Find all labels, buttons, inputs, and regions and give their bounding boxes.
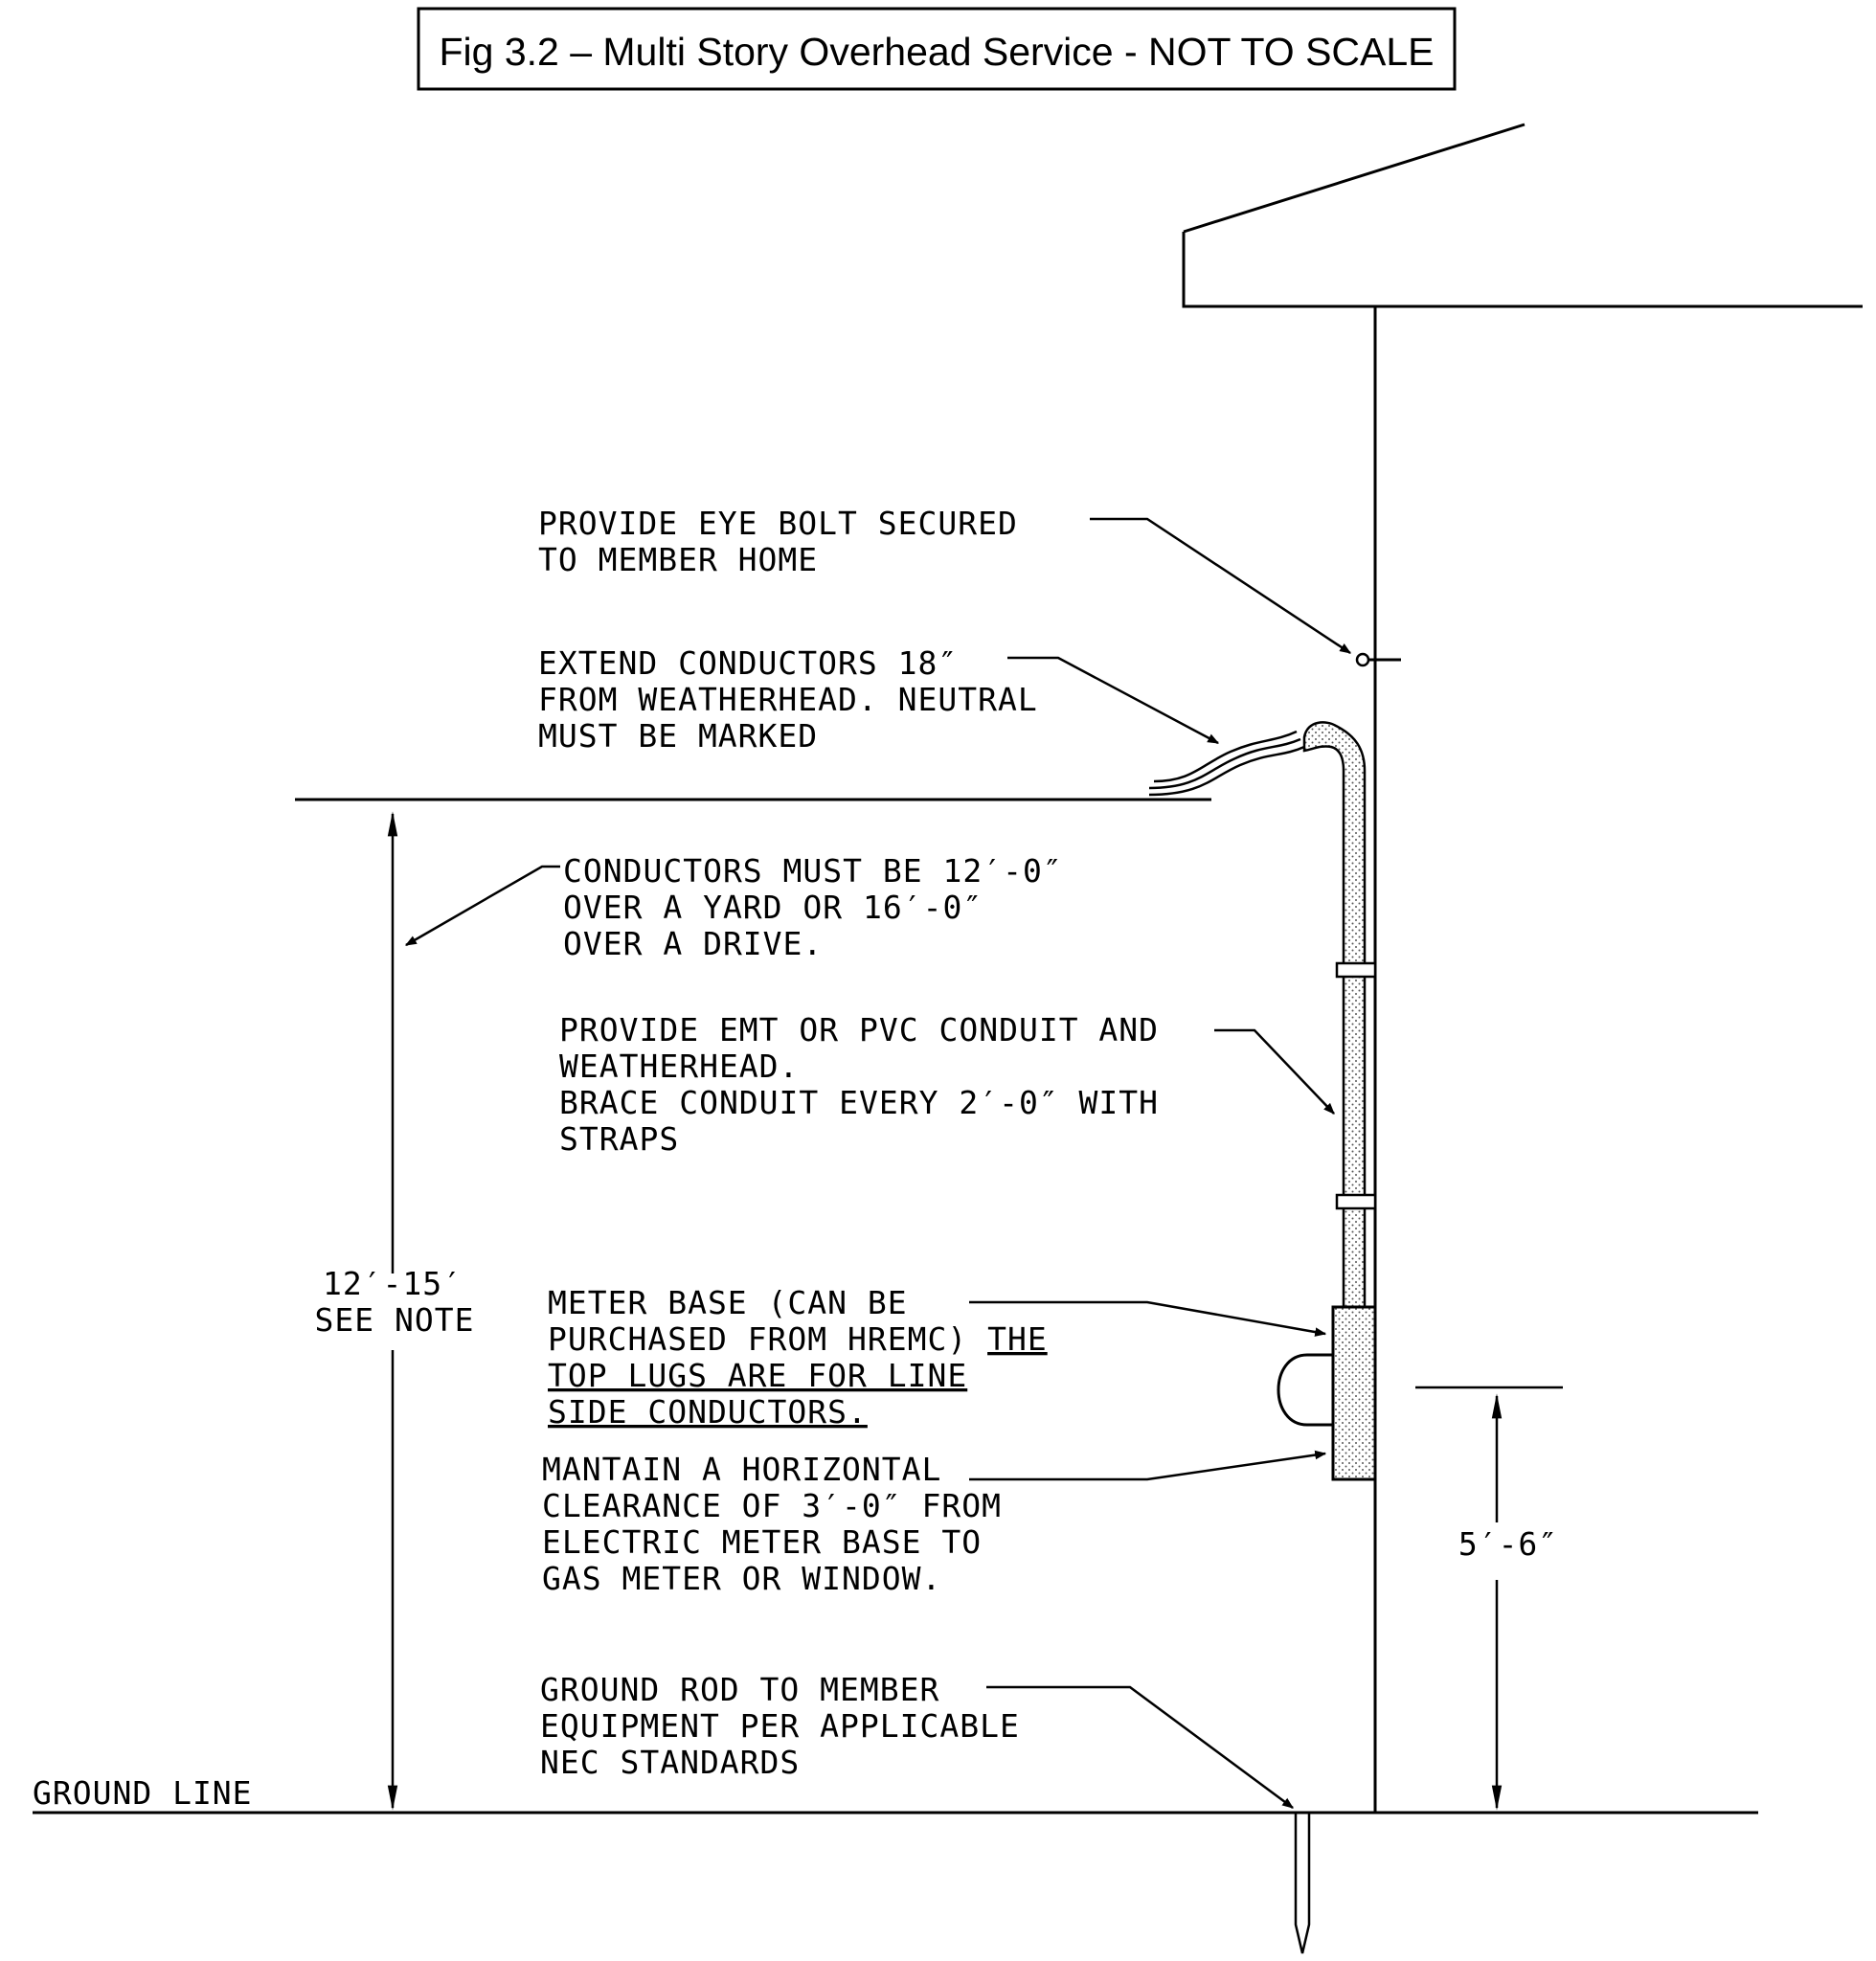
leader-clearance-height (404, 865, 560, 947)
note-meter-base-line-3: TOP LUGS ARE FOR LINE (548, 1357, 967, 1394)
note-meter-base: METER BASE (CAN BE PURCHASED FROM HREMC)… (548, 1284, 1048, 1431)
note-meter-base-line-1: METER BASE (CAN BE (548, 1284, 908, 1321)
leader-meter-base (969, 1300, 1327, 1337)
note-clearance-height-line-1: CONDUCTORS MUST BE 12′-0″ (563, 852, 1063, 890)
note-conduit-line-2: WEATHERHEAD. (559, 1048, 799, 1085)
note-horizontal-clearance-line-3: ELECTRIC METER BASE TO (542, 1523, 982, 1561)
figure-title: Fig 3.2 – Multi Story Overhead Service -… (439, 30, 1434, 74)
overall-height-note: SEE NOTE (315, 1301, 475, 1339)
note-ground-rod-line-1: GROUND ROD TO MEMBER (540, 1671, 939, 1708)
leader-conduit (1214, 1028, 1335, 1115)
note-conduit-line-1: PROVIDE EMT OR PVC CONDUIT AND (559, 1011, 1159, 1048)
meter-height-value: 5′-6″ (1458, 1525, 1558, 1563)
roof-slope (1183, 123, 1526, 234)
note-conduit-line-4: STRAPS (559, 1120, 679, 1158)
leader-extend-conductors (1007, 656, 1220, 745)
title-box: Fig 3.2 – Multi Story Overhead Service -… (417, 7, 1457, 91)
note-eye-bolt: PROVIDE EYE BOLT SECURED TO MEMBER HOME (538, 505, 1018, 578)
conduit-strap-lower (1335, 1193, 1377, 1210)
note-extend-conductors-line-1: EXTEND CONDUCTORS 18″ (538, 644, 958, 682)
eye-bolt (1355, 652, 1401, 667)
ground-rod (1294, 1813, 1311, 1954)
note-eye-bolt-line-2: TO MEMBER HOME (538, 541, 818, 578)
house-structure (1182, 123, 1863, 1813)
service-conductors (1148, 730, 1305, 797)
note-horizontal-clearance-line-2: CLEARANCE OF 3′-0″ FROM (542, 1487, 1002, 1524)
ground: GROUND LINE (33, 1774, 1758, 1814)
conduit-strap-upper (1335, 961, 1377, 979)
note-conduit: PROVIDE EMT OR PVC CONDUIT AND WEATHERHE… (559, 1011, 1159, 1158)
note-clearance-height-line-3: OVER A DRIVE. (563, 925, 823, 962)
leader-horizontal-clearance (969, 1450, 1327, 1481)
note-conduit-line-3: BRACE CONDUIT EVERY 2′-0″ WITH (559, 1084, 1159, 1121)
note-ground-rod: GROUND ROD TO MEMBER EQUIPMENT PER APPLI… (540, 1671, 1020, 1781)
overall-height-value: 12′-15′ (323, 1265, 463, 1302)
roof-fascia (1182, 232, 1863, 308)
leader-ground-rod (986, 1685, 1294, 1810)
note-horizontal-clearance-line-4: GAS METER OR WINDOW. (542, 1560, 941, 1597)
meter-base (1277, 1305, 1377, 1481)
note-extend-conductors-line-2: FROM WEATHERHEAD. NEUTRAL (538, 681, 1038, 718)
note-clearance-height-line-2: OVER A YARD OR 16′-0″ (563, 889, 983, 926)
weatherhead (1302, 721, 1367, 1309)
meter-dome (1277, 1353, 1333, 1427)
note-meter-base-line-2: PURCHASED FROM HREMC) THE (548, 1320, 1048, 1358)
meter-height-dimension: 5′-6″ (1415, 1386, 1563, 1811)
overall-height-dimension: 12′-15′ SEE NOTE (315, 811, 475, 1811)
note-ground-rod-line-3: NEC STANDARDS (540, 1744, 800, 1781)
note-horizontal-clearance: MANTAIN A HORIZONTAL CLEARANCE OF 3′-0″ … (542, 1451, 1002, 1597)
note-eye-bolt-line-1: PROVIDE EYE BOLT SECURED (538, 505, 1018, 542)
ground-line-label: GROUND LINE (33, 1774, 253, 1812)
note-ground-rod-line-2: EQUIPMENT PER APPLICABLE (540, 1707, 1020, 1745)
leader-eye-bolt (1090, 517, 1352, 655)
note-extend-conductors-line-3: MUST BE MARKED (538, 717, 818, 755)
note-clearance-height: CONDUCTORS MUST BE 12′-0″ OVER A YARD OR… (563, 852, 1063, 962)
note-horizontal-clearance-line-1: MANTAIN A HORIZONTAL (542, 1451, 941, 1488)
note-extend-conductors: EXTEND CONDUCTORS 18″ FROM WEATHERHEAD. … (538, 644, 1038, 755)
note-meter-base-line-4: SIDE CONDUCTORS. (548, 1393, 868, 1431)
